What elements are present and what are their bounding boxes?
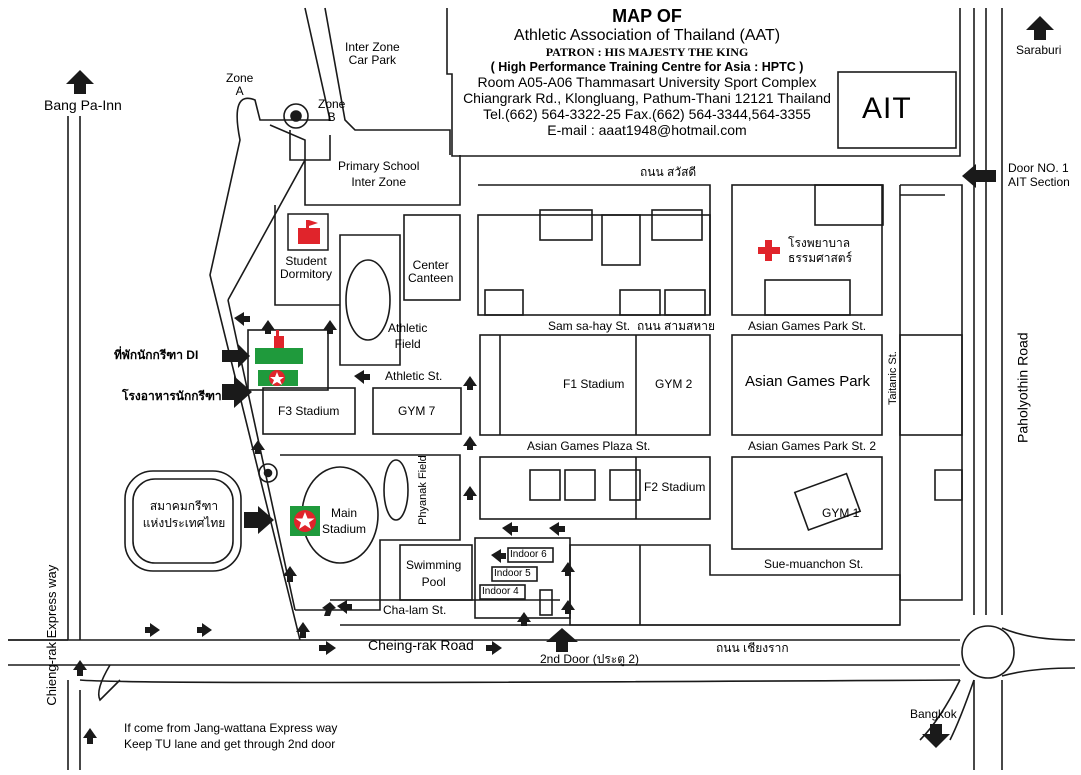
direction-arrows bbox=[66, 16, 1054, 748]
arrow-right-icon bbox=[244, 506, 274, 534]
dormitory-flag-icon bbox=[287, 213, 329, 251]
f1-stadium-block bbox=[479, 334, 711, 436]
arrow-up-icon bbox=[66, 70, 94, 94]
asian-games-park-st-label: Asian Games Park St. bbox=[748, 319, 867, 333]
canteen-thai-label: โรงอาหารนักกรีฑา bbox=[122, 389, 222, 403]
cha-lam-label: Cha-lam St. bbox=[383, 603, 447, 617]
roundabout-east bbox=[961, 625, 1015, 679]
address-line: Chiangrark Rd., Klongluang, Pathum-Thani… bbox=[463, 90, 831, 106]
inter-zone-car-park-label: Inter Zone Car Park bbox=[345, 40, 400, 68]
main-stadium-area bbox=[280, 454, 461, 611]
map-header: MAP OF Athletic Association of Thailand … bbox=[452, 6, 842, 138]
door1-label-b: AIT Section bbox=[1008, 175, 1070, 189]
arrow-right-icon bbox=[222, 344, 250, 368]
room-line: Room A05-A06 Thammasart University Sport… bbox=[477, 74, 817, 90]
header-frame bbox=[446, 8, 961, 157]
sam-sa-hay-label: Sam sa-hay St. bbox=[548, 319, 631, 333]
primary-school-block bbox=[304, 155, 461, 206]
student-dormitory-label: Student Dormitory bbox=[280, 254, 333, 282]
hptc-line: ( High Performance Training Centre for A… bbox=[490, 60, 804, 74]
note-text: If come from Jang-wattana Express way Ke… bbox=[124, 721, 338, 752]
indoor6-label: Indoor 6 bbox=[510, 549, 547, 560]
primary-school-label: Primary School Inter Zone bbox=[338, 159, 420, 190]
org-name: Athletic Association of Thailand (AAT) bbox=[513, 27, 781, 44]
patron-line: PATRON : HIS MAJESTY THE KING bbox=[545, 45, 749, 59]
f3-stadium-block bbox=[262, 387, 356, 435]
hospital-red-cross-icon bbox=[758, 240, 780, 261]
asian-games-park-block bbox=[731, 334, 883, 436]
express-way-label: Chieng-rak Express way bbox=[43, 564, 59, 706]
di-dorm-block bbox=[247, 329, 329, 391]
indoor4-label: Indoor 4 bbox=[482, 586, 519, 597]
bang-pa-inn-label: Bang Pa-Inn bbox=[44, 97, 122, 113]
f1-stadium-label: F1 Stadium bbox=[563, 377, 625, 391]
phyanak-field-label: Phyanak Field bbox=[416, 455, 429, 525]
gym1-block bbox=[731, 456, 883, 550]
arrow-left-icon bbox=[962, 164, 996, 188]
bangkok-label: Bangkok bbox=[910, 707, 957, 721]
ait-label: AIT bbox=[862, 92, 912, 125]
sam-sa-hay-block bbox=[477, 214, 711, 316]
map-title: MAP OF bbox=[612, 6, 682, 26]
door1-label-a: Door NO. 1 bbox=[1008, 161, 1069, 175]
swimming-pool-label: Swimming Pool bbox=[406, 558, 462, 590]
taitanic-st-label: Taitanic St. bbox=[886, 351, 899, 405]
gym2-label: GYM 2 bbox=[655, 377, 693, 391]
roundabout-north bbox=[283, 103, 309, 129]
athletic-st-label: Athletic St. bbox=[385, 369, 443, 383]
second-door-label: 2nd Door (ประตู 2) bbox=[540, 652, 639, 666]
athletic-field-label: Athletic Field bbox=[388, 321, 428, 352]
aat-office-inner bbox=[132, 478, 234, 564]
zone-b-label: Zone B bbox=[318, 97, 346, 125]
arrow-down-icon bbox=[922, 724, 950, 748]
gym1-label: GYM 1 bbox=[822, 506, 860, 520]
center-canteen-label: Center Canteen bbox=[408, 258, 454, 286]
asian-games-plaza-label: Asian Games Plaza St. bbox=[527, 439, 651, 453]
f2-stadium-block bbox=[479, 456, 711, 520]
thanon-chiangrak-label: ถนน เชียงราก bbox=[716, 641, 789, 655]
aat-office-outer bbox=[124, 470, 242, 572]
saraburi-label: Saraburi bbox=[1016, 43, 1062, 57]
arrow-up-icon bbox=[546, 628, 578, 652]
di-dorm-building-icon bbox=[255, 330, 303, 364]
thanon-sawatdi-label: ถนน สวัสดี bbox=[640, 165, 697, 179]
arrow-up-icon bbox=[1026, 16, 1054, 40]
thanon-samsahai-label: ถนน สามสหาย bbox=[637, 319, 715, 333]
f2-stadium-label: F2 Stadium bbox=[644, 480, 706, 494]
phyanak-field-oval bbox=[383, 459, 409, 521]
f3-stadium-label: F3 Stadium bbox=[278, 404, 340, 418]
indoor5-label: Indoor 5 bbox=[494, 568, 531, 579]
sue-muanchon-label: Sue-muanchon St. bbox=[764, 557, 864, 571]
cheing-rak-road-label: Cheing-rak Road bbox=[368, 637, 474, 653]
aat-office-label: สมาคมกรีฑา แห่งประเทศไทย bbox=[142, 499, 226, 531]
hospital-label: โรงพยาบาล ธรรมศาสตร์ bbox=[788, 236, 853, 266]
campus-boundary bbox=[209, 7, 331, 641]
asian-games-park-label: Asian Games Park bbox=[745, 373, 871, 390]
paholyothin-road-label: Paholyothin Road bbox=[1014, 332, 1031, 443]
email-line: E-mail : aaat1948@hotmail.com bbox=[547, 122, 747, 138]
asian-games-park-st2-label: Asian Games Park St. 2 bbox=[748, 439, 877, 453]
east-compound bbox=[900, 184, 963, 601]
gym7-block bbox=[372, 387, 462, 435]
main-stadium-label: Main Stadium bbox=[322, 506, 367, 537]
roundabout-mid bbox=[258, 463, 278, 483]
di-dorm-label: ที่พักนักกรีฑา DI bbox=[114, 348, 199, 362]
athletic-field-oval bbox=[345, 259, 391, 341]
arrow-right-icon bbox=[222, 376, 252, 408]
tel-line: Tel.(662) 564-3322-25 Fax.(662) 564-3344… bbox=[483, 106, 811, 122]
center-canteen-block bbox=[403, 214, 461, 301]
main-stadium-star-icon bbox=[290, 506, 320, 536]
canteen-star-icon bbox=[258, 370, 298, 386]
gym7-label: GYM 7 bbox=[398, 404, 436, 418]
zone-a-label: Zone A bbox=[226, 71, 254, 99]
ait-box bbox=[837, 71, 957, 149]
